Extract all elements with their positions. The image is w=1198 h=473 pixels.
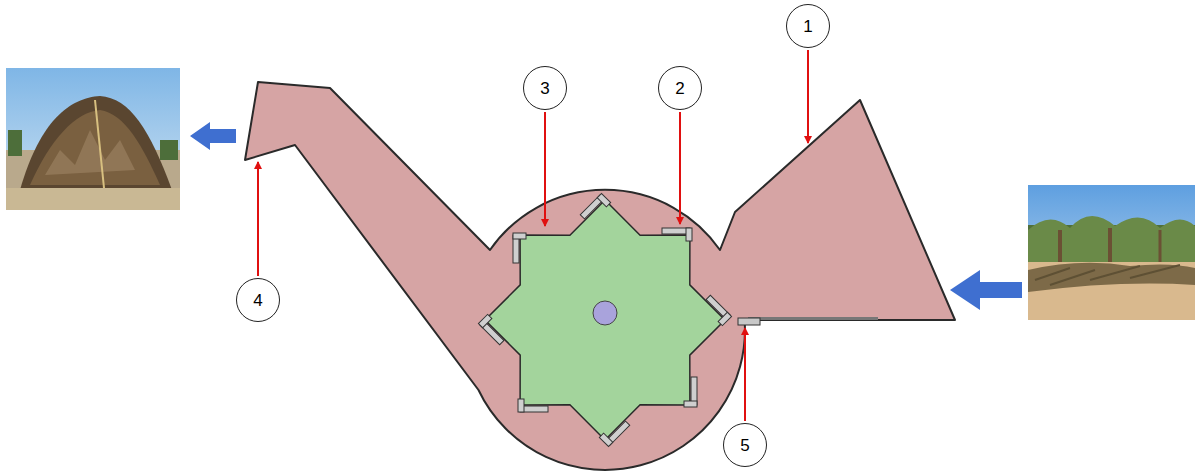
rotor-disc [485,200,725,440]
compost-photo [6,68,180,210]
callout-number: 4 [253,292,262,309]
callout-circle: 2 [658,66,702,110]
callout-number: 5 [740,437,749,454]
callout-circle: 4 [236,278,280,322]
callout-circle: 1 [786,4,830,48]
machine-housing [245,82,955,470]
rotor-shaft [593,301,617,325]
output-arrow [190,122,236,150]
callout-circle: 3 [523,66,567,110]
callout-number: 2 [675,80,684,97]
leader-arrows [258,50,808,421]
callout-number: 3 [540,80,549,97]
callout-circle: 5 [723,423,767,467]
callout-number: 1 [803,18,812,35]
counter-blade [738,317,878,325]
rotor-blades [478,193,731,446]
palm-waste-photo [1028,185,1195,320]
input-arrow [950,270,1022,310]
